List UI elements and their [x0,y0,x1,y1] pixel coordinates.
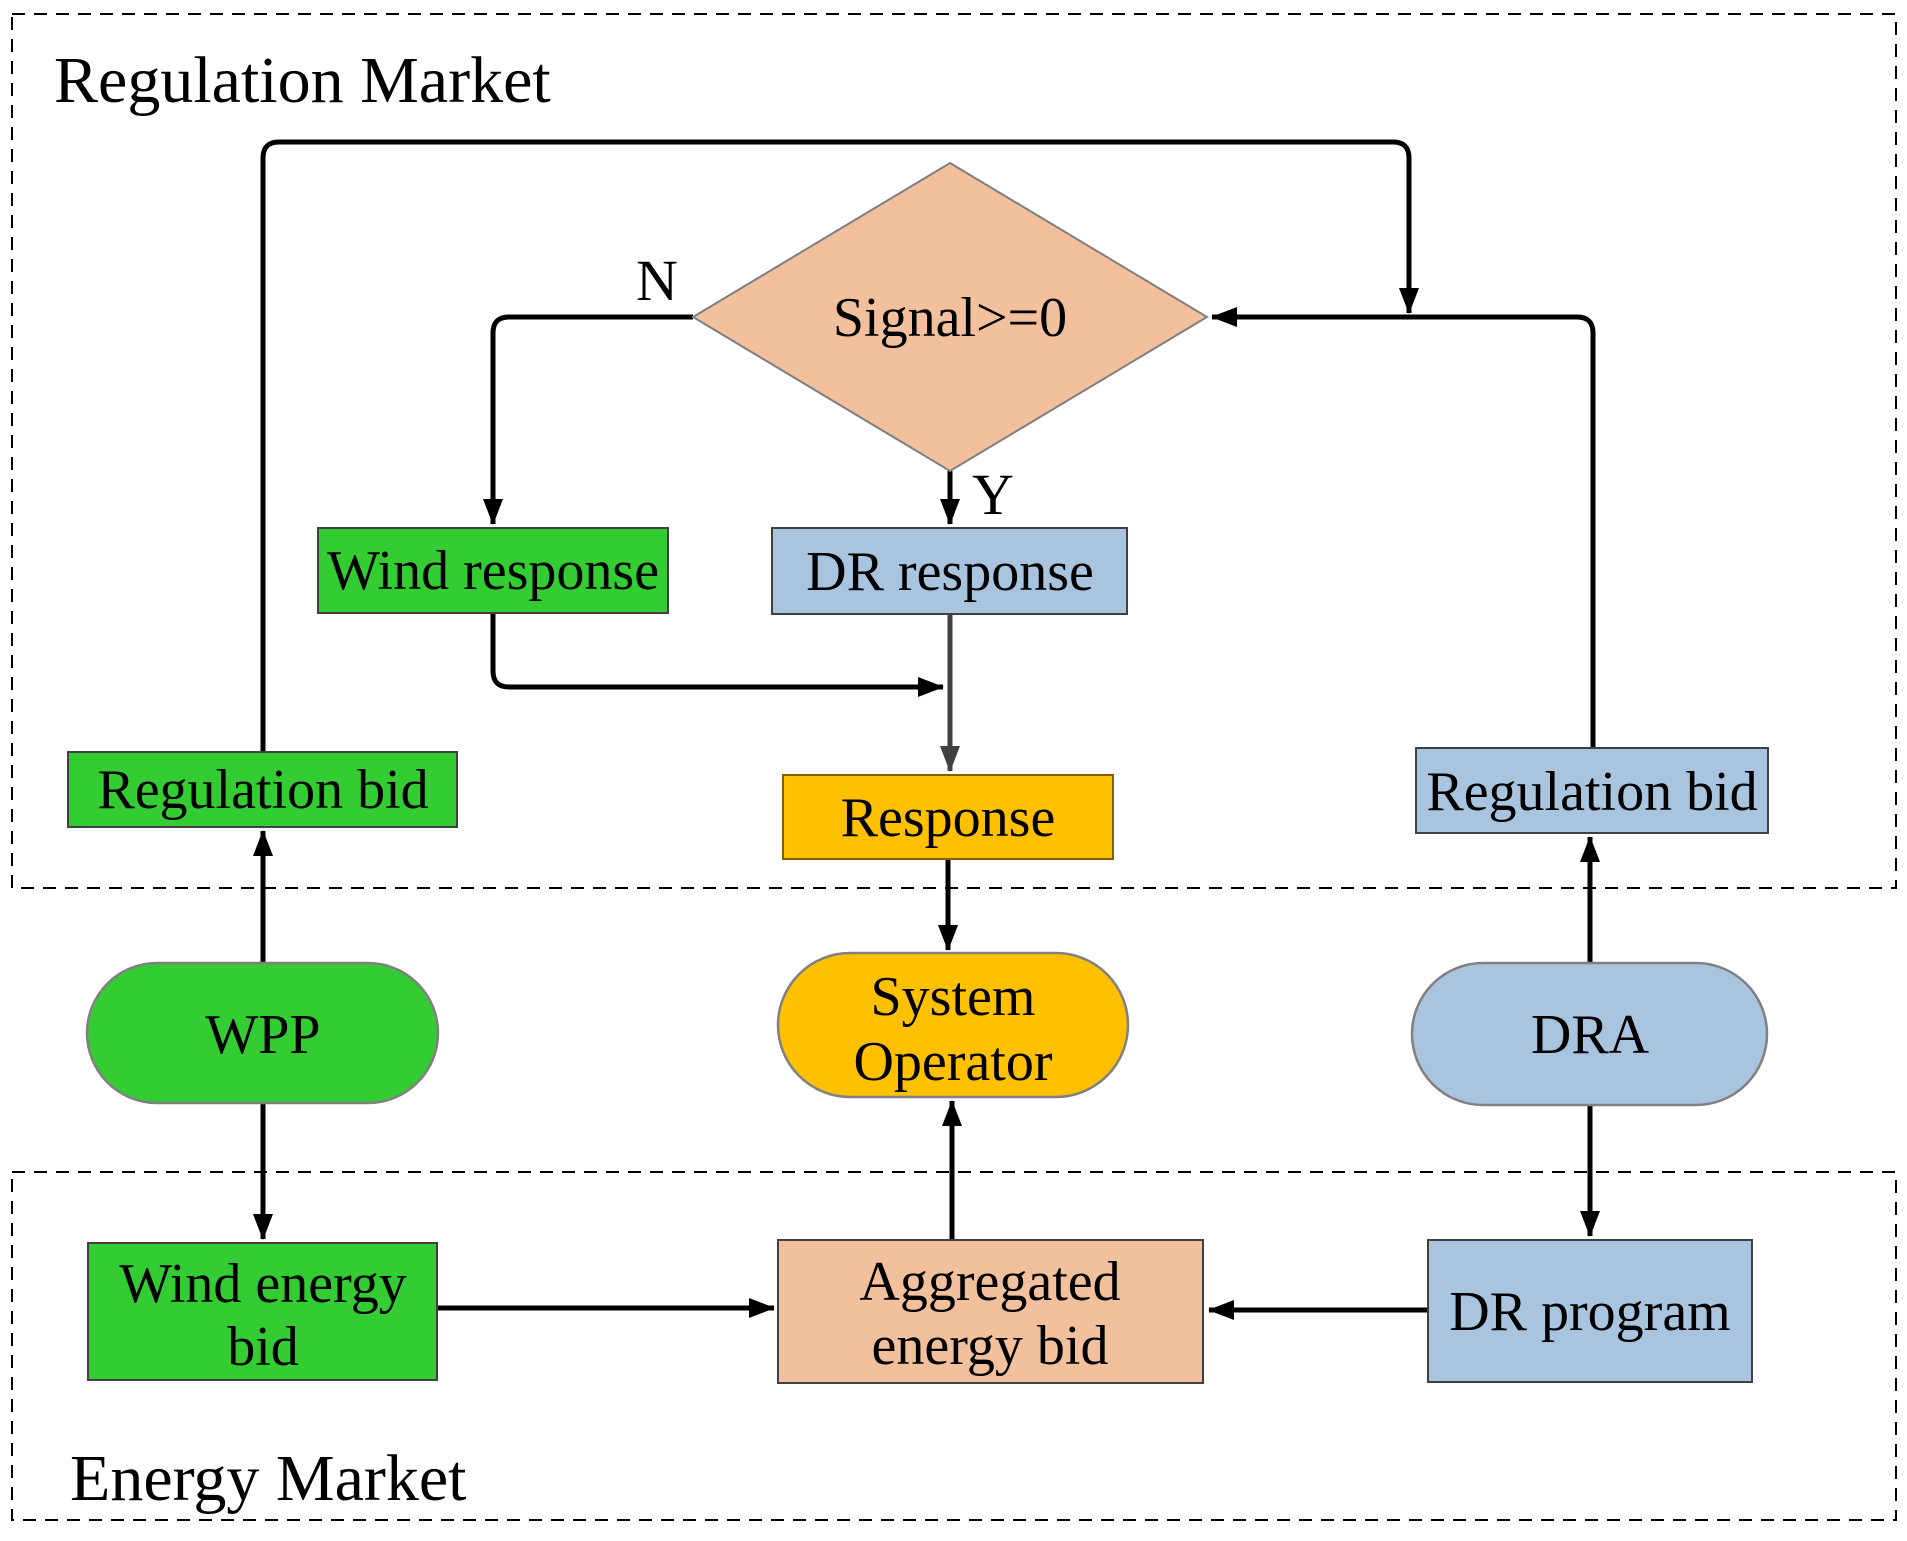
node-regulation-bid-left: Regulation bid [67,751,458,828]
edge-label-y: Y [972,462,1014,527]
aggregated-energy-bid-box [777,1239,1204,1384]
node-dra: DRA [1410,961,1769,1107]
dr-program-label: DR program [1449,1281,1731,1343]
signal-diamond-shape [691,161,1209,473]
edge-wind-response-join [490,613,944,697]
dra-stadium [1410,961,1769,1107]
node-wind-energy-bid: Wind energy bid [87,1242,438,1381]
node-dr-response: DR response [771,527,1128,615]
regulation-bid-right-box [1415,747,1769,834]
wind-response-label: Wind response [327,540,659,602]
dr-response-label: DR response [806,541,1094,603]
node-aggregated-energy-bid: Aggregated energy bid [777,1239,1204,1384]
node-wind-response: Wind response [317,527,669,614]
wind-energy-bid-label-line2: bid [227,1316,299,1378]
wpp-label: WPP [205,1004,320,1066]
node-system-operator: System Operator [776,951,1130,1099]
regulation-market-title: Regulation Market [54,44,551,117]
edge-regulation-bid-right-to-signal [1211,307,1596,748]
edge-label-n: N [636,248,678,313]
wind-energy-bid-box [87,1242,438,1381]
dra-label: DRA [1531,1004,1650,1066]
system-operator-label-line1: System [871,966,1036,1028]
regulation-bid-left-box [67,751,458,828]
dr-program-box [1427,1239,1753,1383]
node-signal-decision: Signal>=0 [691,161,1209,473]
signal-diamond-label: Signal>=0 [833,287,1067,349]
system-operator-label-line2: Operator [853,1031,1052,1093]
node-wpp: WPP [85,961,440,1105]
response-box [782,774,1114,860]
node-response: Response [782,774,1114,860]
aggregated-energy-bid-label-line1: Aggregated [859,1251,1120,1313]
system-operator-stadium [776,951,1130,1099]
response-label: Response [841,787,1056,849]
wpp-stadium [85,961,440,1105]
node-dr-program: DR program [1427,1239,1753,1383]
dr-response-box [771,527,1128,615]
energy-market-region [11,1171,1897,1521]
wind-energy-bid-label-line1: Wind energy [119,1253,407,1315]
regulation-market-region [11,13,1897,889]
edge-regulation-bid-left-to-signal [260,139,1419,752]
aggregated-energy-bid-label-line2: energy bid [872,1315,1109,1377]
energy-market-title: Energy Market [70,1442,466,1515]
node-regulation-bid-right: Regulation bid [1415,747,1769,834]
edge-signal-n-to-wind-response [483,314,693,525]
regulation-bid-left-label: Regulation bid [97,759,428,821]
wind-response-box [317,527,669,614]
regulation-bid-right-label: Regulation bid [1426,761,1757,823]
